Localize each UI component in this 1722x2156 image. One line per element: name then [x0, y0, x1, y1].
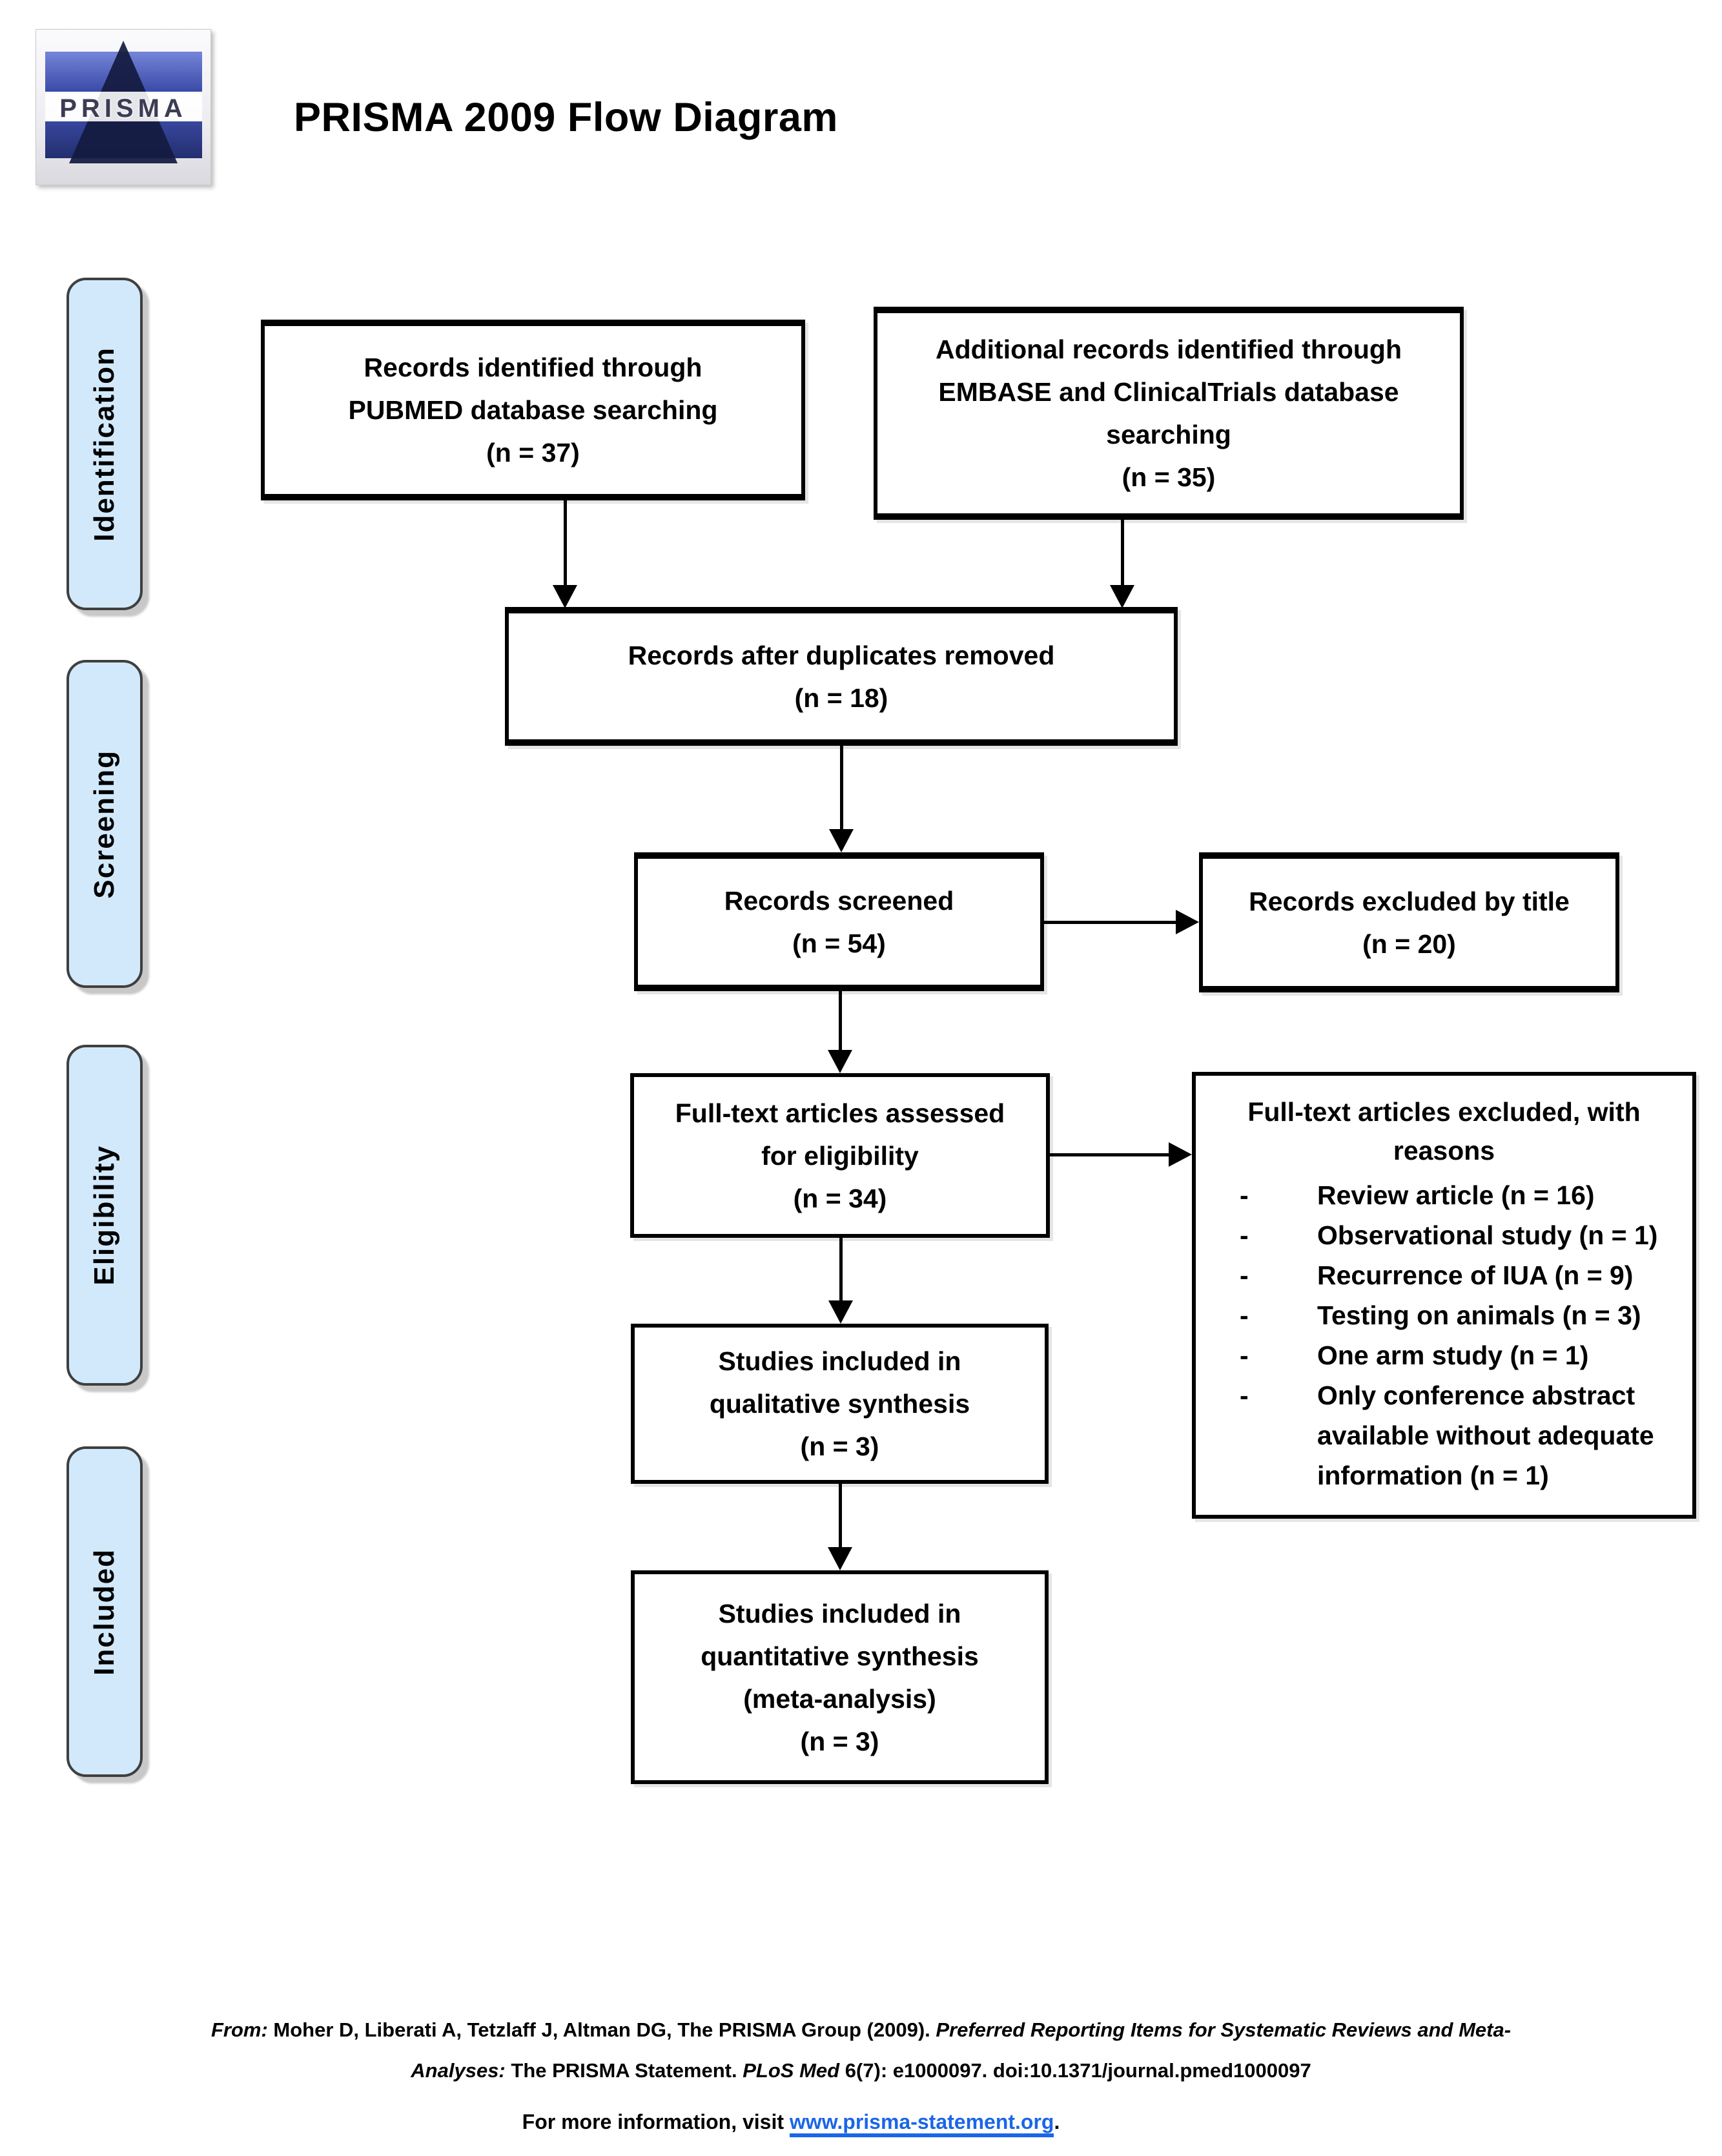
connector-embase-to-duplicates [1121, 520, 1124, 586]
citation: From: Moher D, Liberati A, Tetzlaff J, A… [26, 2009, 1696, 2091]
connector-screened-to-excluded [1044, 921, 1177, 924]
citation-work-title: Preferred Reporting Items for Systematic… [936, 2018, 1512, 2041]
box-additional-records-embase: Additional records identified through EM… [874, 307, 1464, 520]
connector-assessed-to-qualitative [839, 1238, 843, 1302]
excluded-reason-item: Observational study (n = 1) [1240, 1215, 1670, 1255]
excluded-reason-item: One arm study (n = 1) [1240, 1335, 1670, 1375]
connector-screened-to-assessed [839, 991, 842, 1051]
prisma-statement-link[interactable]: www.prisma-statement.org [789, 2110, 1054, 2137]
connector-duplicates-to-screened [840, 746, 843, 830]
logo-wordmark: PRISMA [59, 94, 187, 123]
citation-authors: Moher D, Liberati A, Tetzlaff J, Altman … [273, 2018, 936, 2041]
box-fulltext-excluded-reasons: Full-text articles excluded, with reason… [1192, 1072, 1696, 1519]
stage-label-screening: Screening [67, 660, 143, 988]
box-quantitative-synthesis: Studies included in quantitative synthes… [631, 1570, 1049, 1784]
arrowhead-down-icon [1110, 585, 1134, 608]
box-records-screened: Records screened (n = 54) [634, 852, 1044, 991]
arrowhead-right-icon [1169, 1142, 1192, 1167]
excluded-reason-item: Recurrence of IUA (n = 9) [1240, 1255, 1670, 1295]
arrowhead-down-icon [828, 1547, 852, 1570]
page-title: PRISMA 2009 Flow Diagram [294, 95, 838, 140]
excluded-reason-item: Testing on animals (n = 3) [1240, 1295, 1670, 1335]
more-info-prefix: For more information, visit [522, 2110, 790, 2133]
citation-line-2: Analyses: The PRISMA Statement. PLoS Med… [26, 2050, 1696, 2091]
arrowhead-down-icon [828, 1300, 853, 1324]
connector-qualitative-to-quantitative [839, 1484, 842, 1548]
stage-label-text: Screening [88, 749, 120, 899]
box-fulltext-assessed: Full-text articles assessed for eligibil… [630, 1073, 1050, 1238]
citation-line-1: From: Moher D, Liberati A, Tetzlaff J, A… [26, 2009, 1696, 2050]
arrowhead-right-icon [1176, 910, 1199, 934]
citation-work-title-cont: Analyses: [411, 2059, 506, 2082]
stage-label-text: Identification [88, 346, 120, 542]
arrowhead-down-icon [828, 1050, 852, 1073]
connector-pubmed-to-duplicates [564, 500, 567, 586]
stage-label-identification: Identification [67, 278, 143, 610]
more-info-suffix: . [1054, 2110, 1060, 2133]
connector-assessed-to-reasons [1050, 1153, 1170, 1156]
excluded-reasons-list: Review article (n = 16) Observational st… [1211, 1175, 1677, 1495]
arrowhead-down-icon [829, 829, 854, 852]
stage-label-text: Eligibility [88, 1145, 120, 1286]
arrowhead-down-icon [553, 585, 577, 608]
box-records-after-duplicates: Records after duplicates removed (n = 18… [505, 607, 1178, 746]
logo-white-stripe [45, 92, 202, 121]
citation-tail: 6(7): e1000097. doi:10.1371/journal.pmed… [839, 2059, 1311, 2082]
prisma-logo: PRISMA [36, 29, 211, 185]
excluded-reason-item: Review article (n = 16) [1240, 1175, 1670, 1215]
stage-label-eligibility: Eligibility [67, 1045, 143, 1386]
box-records-identified-pubmed: Records identified through PUBMED databa… [261, 320, 805, 500]
stage-label-included: Included [67, 1446, 143, 1777]
more-info-line: For more information, visit www.prisma-s… [0, 2110, 1582, 2137]
box-qualitative-synthesis: Studies included in qualitative synthesi… [631, 1324, 1049, 1484]
excluded-reason-item: Only conference abstract available witho… [1240, 1375, 1670, 1495]
citation-statement: The PRISMA Statement. [505, 2059, 743, 2082]
box-records-excluded-by-title: Records excluded by title (n = 20) [1199, 852, 1619, 992]
citation-from-label: From: [210, 2018, 274, 2041]
stage-label-text: Included [88, 1548, 120, 1676]
excluded-reasons-title: Full-text articles excluded, with reason… [1247, 1097, 1641, 1165]
citation-journal: PLoS Med [743, 2059, 840, 2082]
